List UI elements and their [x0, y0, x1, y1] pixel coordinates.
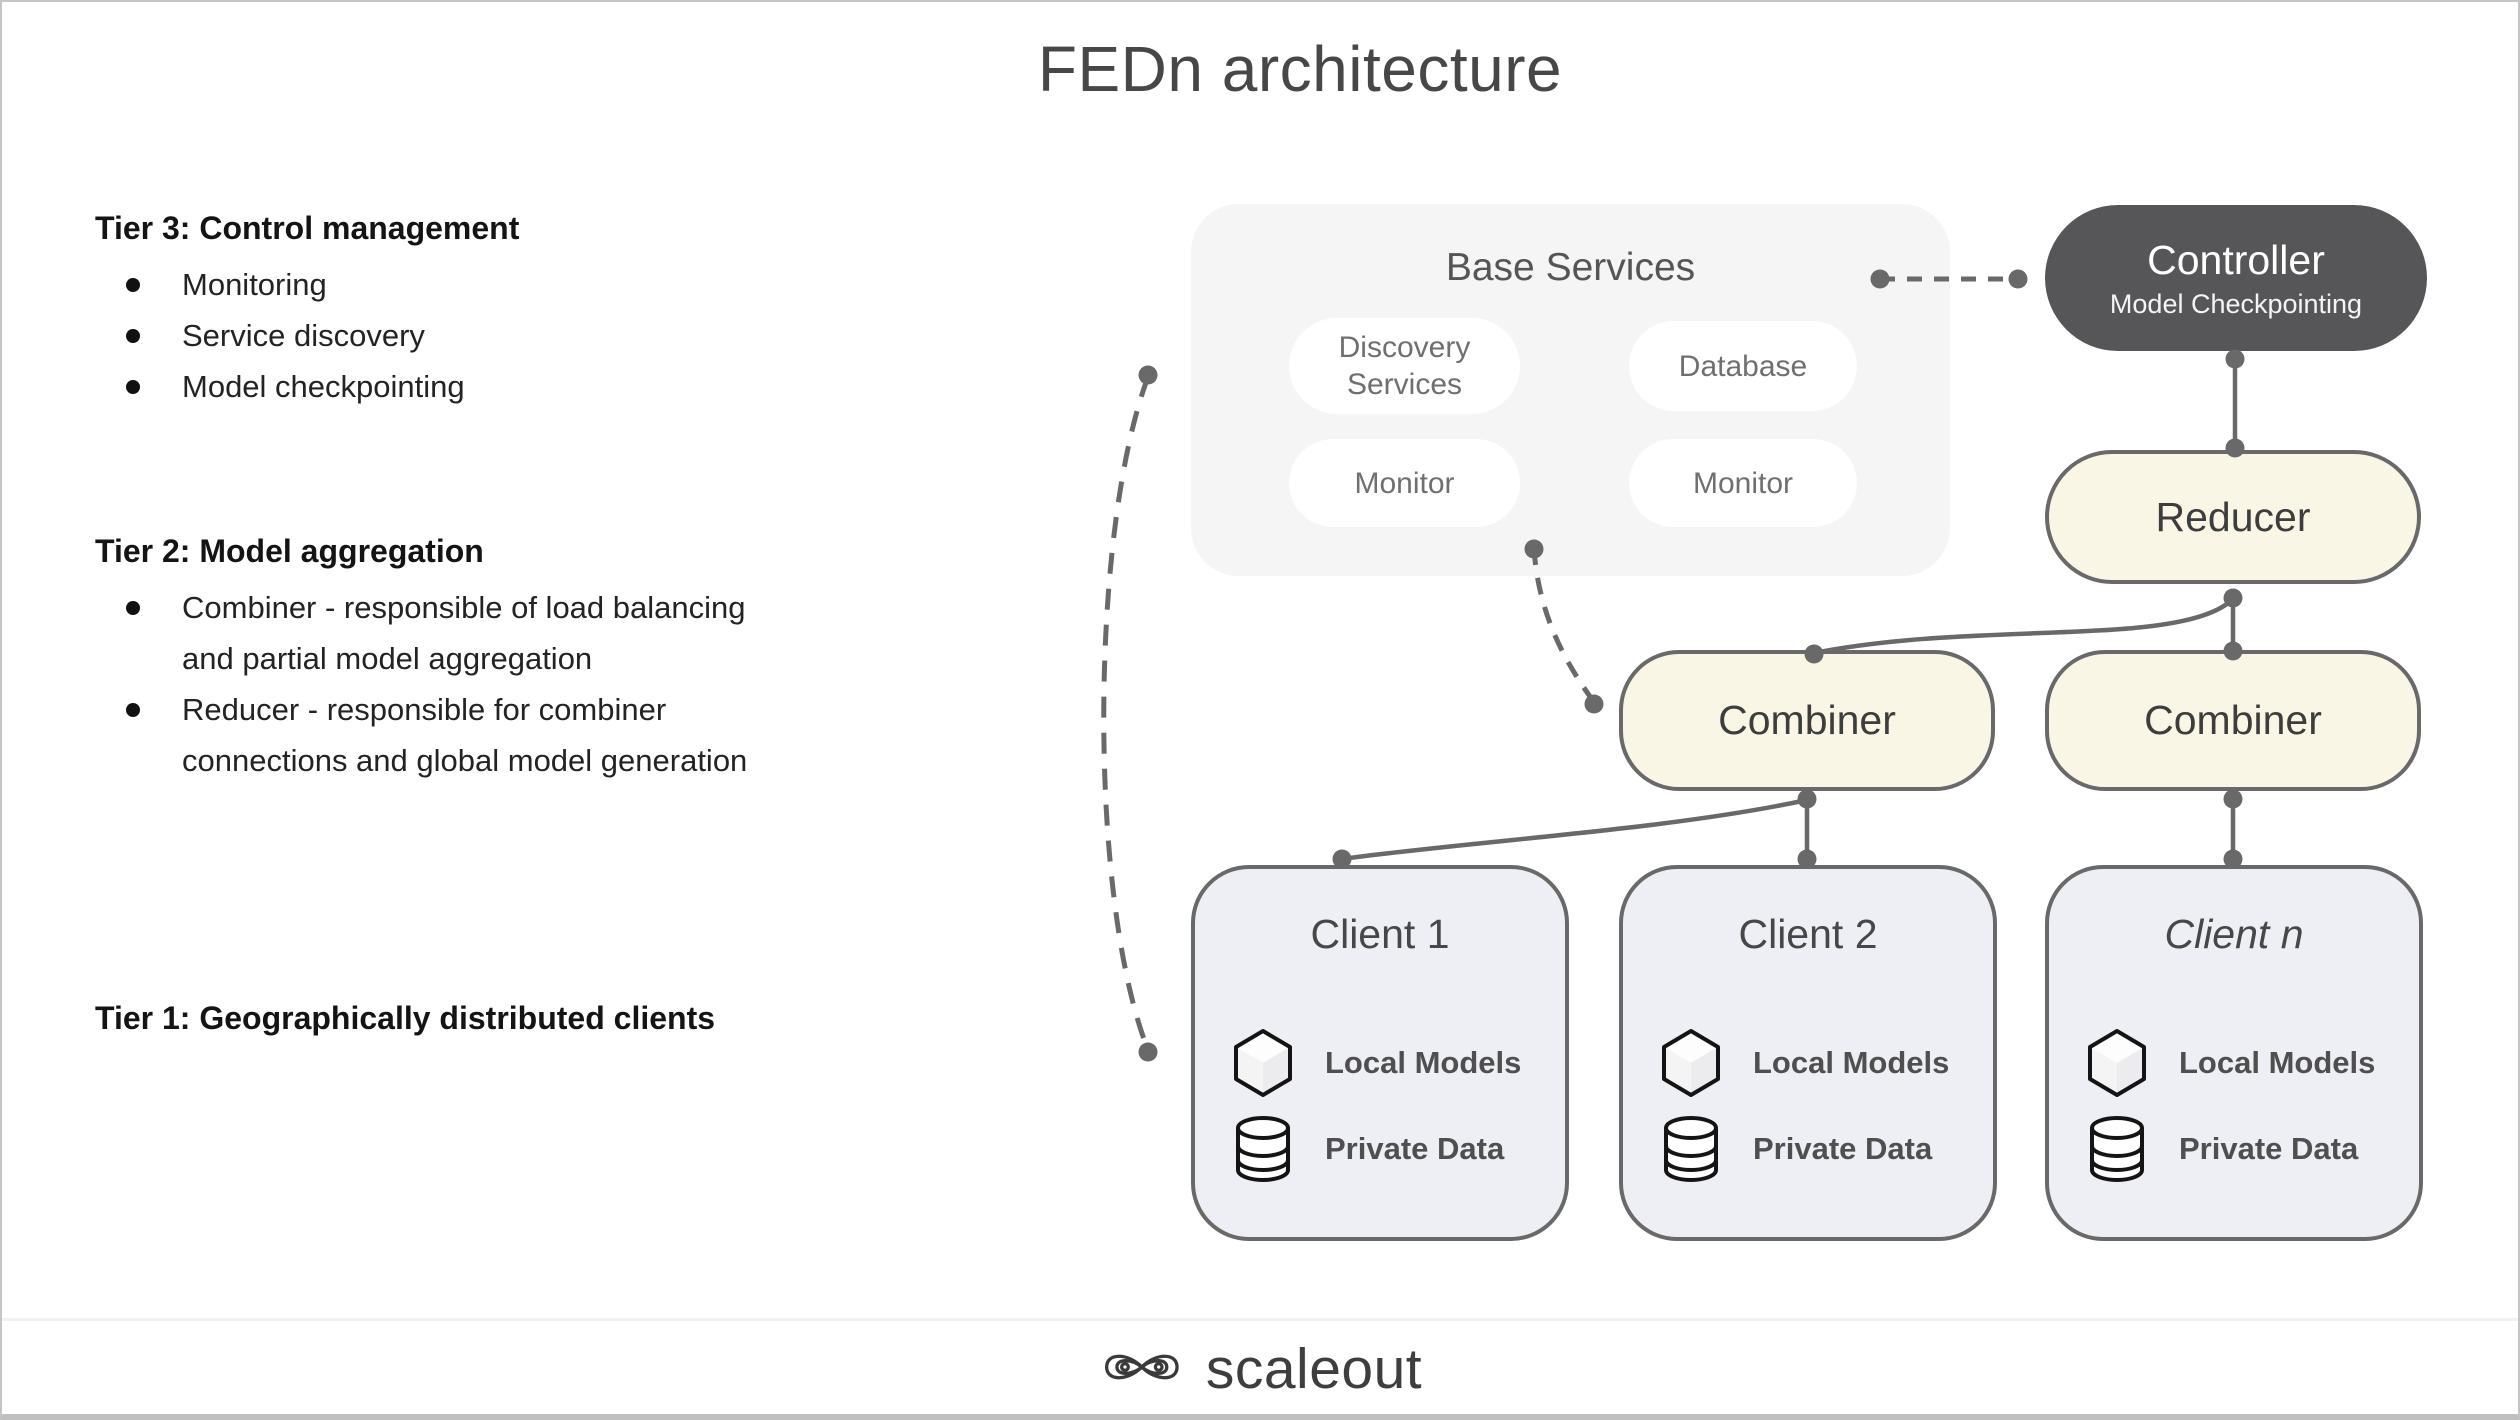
- tier3-section: Tier 3: Control management Monitoring Se…: [95, 207, 995, 412]
- database-icon: [2085, 1113, 2149, 1185]
- client-1-title: Client 1: [1310, 911, 1450, 957]
- page-title: FEDn architecture: [1037, 33, 1563, 105]
- reducer-node: Reducer: [2045, 450, 2421, 584]
- controller-subtitle: Model Checkpointing: [2109, 288, 2363, 319]
- cube-hexagon-icon: [1659, 1027, 1723, 1099]
- pill-discovery-services: Discovery Services: [1289, 318, 1520, 414]
- tier3-bullet-monitoring: Monitoring: [95, 259, 995, 310]
- base-services-title: Base Services: [1445, 246, 1696, 289]
- tier3-heading: Tier 3: Control management: [95, 210, 520, 246]
- tier2-heading: Tier 2: Model aggregation: [95, 533, 484, 569]
- database-icon: [1659, 1113, 1723, 1185]
- combiner-right-node: Combiner: [2045, 650, 2421, 791]
- client-n-title: Client n: [2164, 911, 2304, 957]
- client-n-local-models-row: Local Models: [2085, 1027, 2375, 1099]
- database-icon: [1231, 1113, 1295, 1185]
- private-data-label: Private Data: [2179, 1131, 2359, 1166]
- client-1-private-data-row: Private Data: [1231, 1113, 1504, 1185]
- footer-brand: scaleout: [1098, 1336, 1422, 1402]
- client-2-local-models-row: Local Models: [1659, 1027, 1949, 1099]
- tier2-section: Tier 2: Model aggregation Combiner - res…: [95, 530, 995, 786]
- local-models-label: Local Models: [2179, 1045, 2376, 1080]
- local-models-label: Local Models: [1325, 1045, 1522, 1080]
- cube-hexagon-icon: [1231, 1027, 1295, 1099]
- client-1-local-models-row: Local Models: [1231, 1027, 1521, 1099]
- brand-name: scaleout: [1205, 1337, 1423, 1401]
- client-1-box: Client 1 Local Models: [1191, 865, 1569, 1241]
- tier3-bullet-service-discovery: Service discovery: [95, 310, 995, 361]
- footer-divider: [2, 1318, 2518, 1321]
- edge-combiner-left-client1: [1341, 797, 1808, 862]
- tier2-bullets: Combiner - responsible of load balancing…: [95, 582, 995, 786]
- pill-monitor-right: Monitor: [1629, 439, 1857, 527]
- cube-hexagon-icon: [2085, 1027, 2149, 1099]
- combiner-left-node: Combiner: [1619, 650, 1995, 791]
- client-2-title: Client 2: [1738, 911, 1878, 957]
- tier1-heading: Tier 1: Geographically distributed clien…: [95, 1000, 716, 1036]
- tier2-bullet-combiner: Combiner - responsible of load balancing…: [95, 582, 995, 684]
- pill-monitor-left: Monitor: [1289, 439, 1520, 527]
- controller-node: Controller Model Checkpointing: [2045, 205, 2427, 351]
- client-n-box: Client n Local Models: [2045, 865, 2423, 1241]
- client-n-private-data-row: Private Data: [2085, 1113, 2358, 1185]
- private-data-label: Private Data: [1325, 1131, 1505, 1166]
- tier3-bullet-model-checkpointing: Model checkpointing: [95, 361, 995, 412]
- base-services-box: Base Services Discovery Services Databas…: [1191, 204, 1950, 576]
- local-models-label: Local Models: [1753, 1045, 1950, 1080]
- pill-database: Database: [1629, 321, 1857, 411]
- tier1-section: Tier 1: Geographically distributed clien…: [95, 997, 995, 1039]
- client-2-private-data-row: Private Data: [1659, 1113, 1932, 1185]
- private-data-label: Private Data: [1753, 1131, 1933, 1166]
- controller-title: Controller: [2147, 236, 2325, 283]
- tier2-bullet-reducer: Reducer - responsible for combiner conne…: [95, 684, 995, 786]
- dashed-tier-arc: [1101, 376, 1151, 1051]
- client-2-box: Client 2 Local Models: [1619, 865, 1997, 1241]
- infinity-spiral-icon: [1098, 1338, 1186, 1401]
- tier3-bullets: Monitoring Service discovery Model check…: [95, 259, 995, 412]
- edge-reducer-combiner-left: [1813, 597, 2235, 656]
